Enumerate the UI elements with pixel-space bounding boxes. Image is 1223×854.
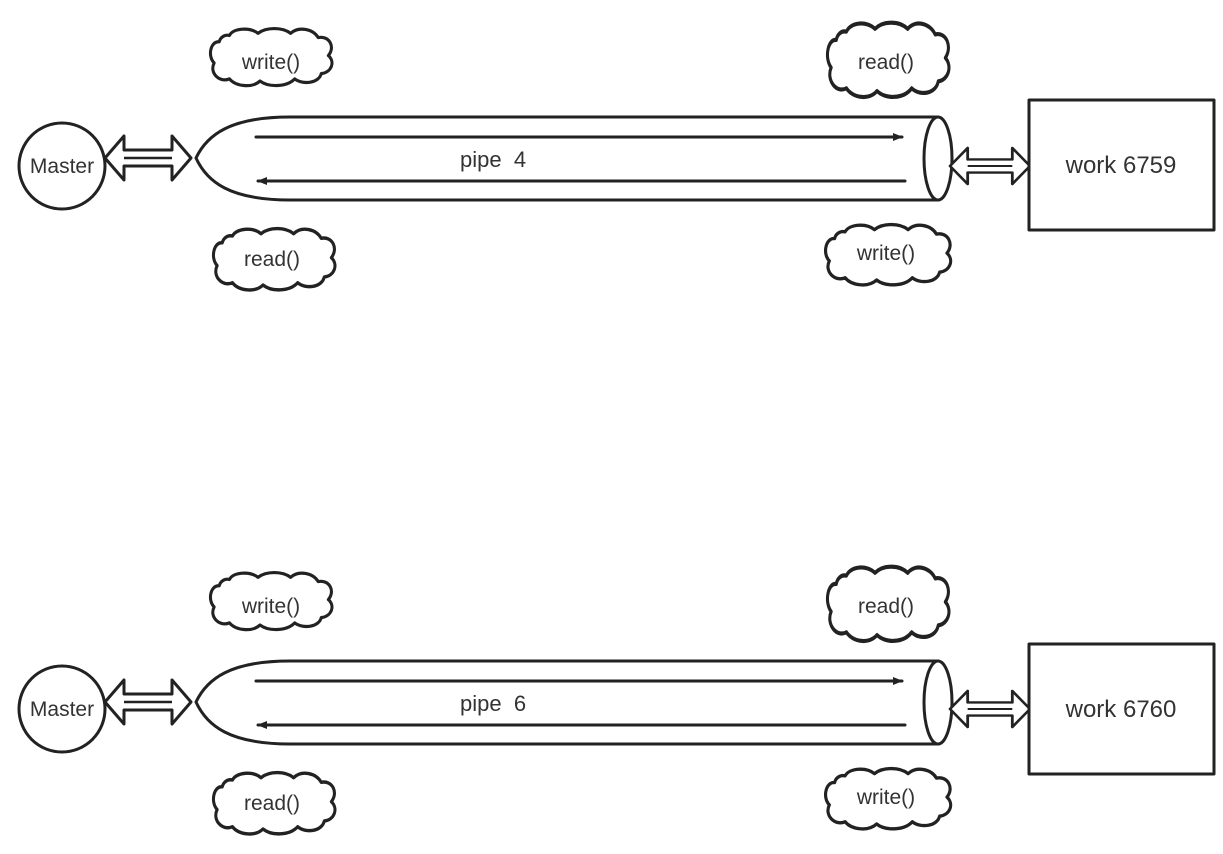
pipe-label: pipe 4 bbox=[460, 147, 526, 172]
worker-label: work 6760 bbox=[1065, 696, 1177, 723]
worker-label: work 6759 bbox=[1065, 152, 1177, 179]
pipe-row-2: Master pipe 6 work 6760 write() read() r… bbox=[17, 567, 1216, 836]
pipe-row-1: Master pipe 4 work 6759 write() read() bbox=[17, 23, 1216, 292]
master-read-label: read() bbox=[244, 248, 300, 271]
worker-write-label: write() bbox=[856, 242, 915, 265]
pipe-tube bbox=[194, 659, 954, 746]
master-node: Master bbox=[17, 664, 107, 754]
worker-write-label: write() bbox=[856, 786, 915, 809]
master-read-label: read() bbox=[244, 792, 300, 815]
worker-read-label: read() bbox=[858, 51, 914, 74]
worker-read-label: read() bbox=[858, 595, 914, 618]
master-double-arrow bbox=[103, 678, 193, 726]
worker-double-arrow bbox=[948, 146, 1032, 186]
pipe-label: pipe 6 bbox=[460, 691, 526, 716]
master-write-label: write() bbox=[241, 51, 300, 74]
master-double-arrow bbox=[103, 134, 193, 182]
master-label: Master bbox=[30, 155, 94, 178]
master-write-label: write() bbox=[241, 595, 300, 618]
worker-double-arrow bbox=[948, 689, 1032, 729]
worker-box: work 6759 bbox=[1027, 98, 1216, 232]
master-label: Master bbox=[30, 698, 94, 721]
worker-box: work 6760 bbox=[1027, 642, 1216, 776]
master-node: Master bbox=[17, 121, 107, 211]
pipe-tube bbox=[194, 115, 954, 202]
